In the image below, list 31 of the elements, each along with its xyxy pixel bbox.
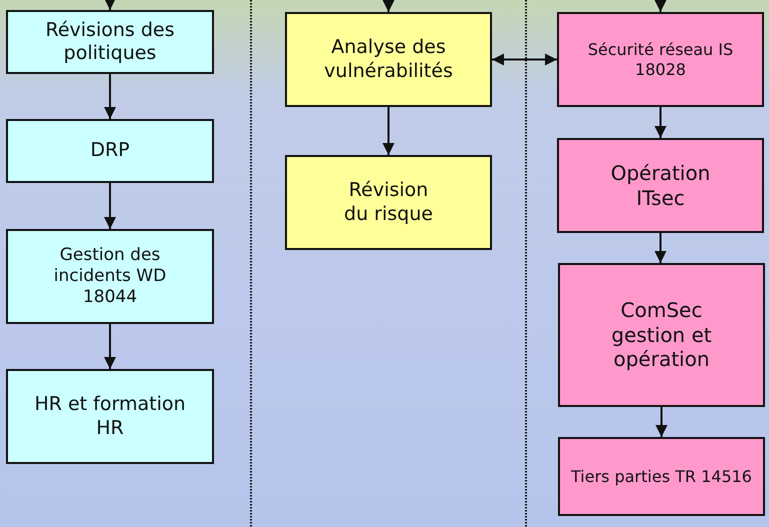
arrow [382, 0, 394, 12]
process-box [6, 119, 214, 183]
process-box [558, 263, 765, 407]
arrow [104, 183, 116, 229]
arrow [656, 407, 668, 437]
box-label: Révisions des politiques [44, 18, 176, 66]
arrow [104, 74, 116, 119]
process-box [6, 229, 214, 324]
process-box [285, 12, 492, 107]
arrow [654, 233, 666, 263]
arrow [654, 0, 666, 12]
arrow [104, 324, 116, 369]
box-label: Analyse des vulnérabilités [323, 36, 454, 83]
box-label: DRP [90, 139, 130, 163]
box-label: Gestion des incidents WD 18044 [52, 245, 168, 308]
arrow [104, 0, 116, 10]
box-label: Sécurité réseau IS 18028 [586, 40, 734, 80]
arrow [654, 107, 666, 138]
arrow [492, 54, 557, 66]
box-label: Tiers parties TR 14516 [571, 466, 752, 486]
box-label: HR et formation HR [33, 393, 187, 440]
box-label: Révision du risque [343, 179, 434, 226]
box-label: Opération ITsec [610, 161, 712, 210]
process-box [6, 369, 214, 464]
process-box [557, 12, 764, 107]
arrow [382, 107, 394, 155]
process-box [558, 437, 765, 516]
process-box [557, 138, 764, 233]
box-label: ComSec gestion et opération [610, 298, 713, 372]
process-box [285, 155, 492, 250]
process-box [6, 10, 214, 74]
